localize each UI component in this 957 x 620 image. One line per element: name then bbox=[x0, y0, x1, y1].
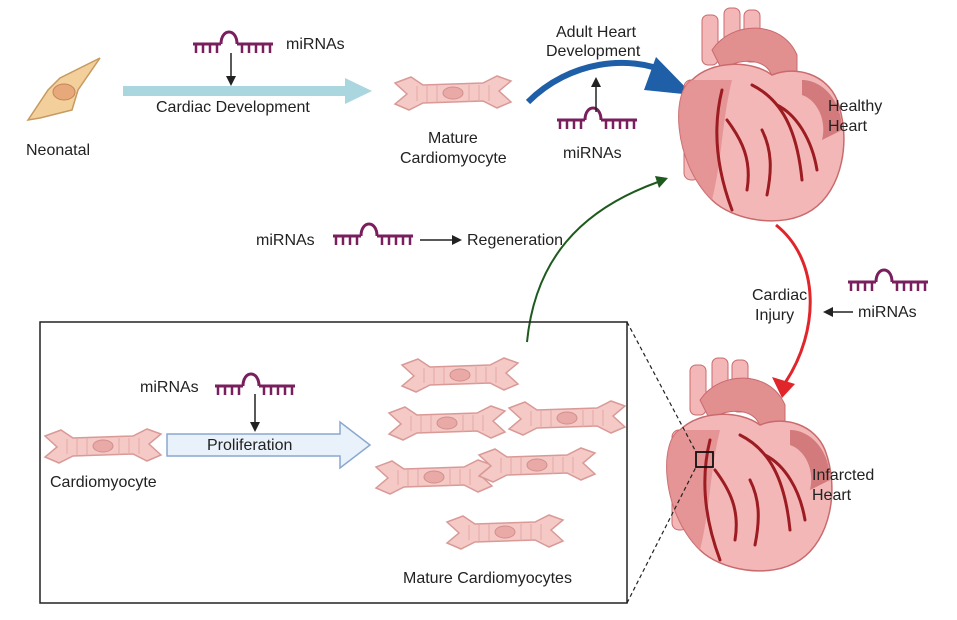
infarcted-heart-icon bbox=[665, 356, 834, 573]
mirna-regen-icon bbox=[331, 222, 415, 247]
healthy-heart-label-2: Heart bbox=[828, 118, 868, 135]
mirna-injury-icon bbox=[846, 268, 930, 293]
neonatal-cell-icon bbox=[26, 57, 101, 122]
mirna-adult-label: miRNAs bbox=[563, 145, 622, 162]
mirna-adult-icon bbox=[555, 106, 639, 131]
infarct-zoom-square bbox=[695, 451, 714, 468]
proliferation-arrow bbox=[166, 420, 372, 470]
regeneration-arrow bbox=[526, 176, 668, 343]
mirna-prolif-label: miRNAs bbox=[140, 379, 199, 396]
mirna-prolif-icon bbox=[213, 372, 297, 397]
healthy-heart-icon bbox=[677, 6, 846, 223]
cardiac-injury-label-2: Injury bbox=[755, 307, 794, 324]
mature-cardiomyocyte-label-2: Cardiomyocyte bbox=[400, 150, 507, 167]
mature-cardiomyocyte-cell-5 bbox=[478, 447, 596, 483]
cardiomyocyte-label: Cardiomyocyte bbox=[50, 474, 157, 491]
adult-heart-label-2: Development bbox=[546, 43, 641, 60]
proliferation-label: Proliferation bbox=[207, 437, 292, 454]
cardiac-injury-label-1: Cardiac bbox=[752, 287, 807, 304]
mature-cardiomyocyte-cell-2 bbox=[388, 405, 506, 441]
mature-cardiomyocyte-label-1: Mature bbox=[428, 130, 478, 147]
cardiac-development-label: Cardiac Development bbox=[156, 99, 310, 116]
cardiomyocyte-icon bbox=[44, 428, 162, 464]
cardiac-development-arrow bbox=[123, 78, 372, 104]
regeneration-label: Regeneration bbox=[467, 232, 563, 249]
proliferation-inset-box bbox=[39, 321, 628, 604]
mature-cardiomyocytes-label: Mature Cardiomyocytes bbox=[403, 570, 572, 587]
infarcted-heart-label-2: Heart bbox=[812, 487, 852, 504]
mature-cardiomyocyte-icon bbox=[394, 75, 512, 111]
mirna-regen-label: miRNAs bbox=[256, 232, 315, 249]
zoom-line-top bbox=[626, 321, 697, 453]
mature-cardiomyocyte-cell-3 bbox=[508, 400, 626, 436]
zoom-line-bottom bbox=[626, 466, 697, 604]
mirna-dev-icon bbox=[191, 30, 275, 55]
infarcted-heart-label-1: Infarcted bbox=[812, 467, 874, 484]
mirna-injury-label: miRNAs bbox=[858, 304, 917, 321]
neonatal-label: Neonatal bbox=[26, 142, 90, 159]
mature-cardiomyocyte-cell-6 bbox=[446, 514, 564, 550]
mature-cardiomyocyte-cell-1 bbox=[401, 357, 519, 393]
mirna-dev-label: miRNAs bbox=[286, 36, 345, 53]
adult-heart-label-1: Adult Heart bbox=[556, 24, 637, 41]
adult-heart-development-arrow bbox=[525, 57, 693, 105]
mature-cardiomyocyte-cell-4 bbox=[375, 459, 493, 495]
healthy-heart-label-1: Healthy bbox=[828, 98, 882, 115]
cardiac-injury-arrow bbox=[772, 223, 812, 398]
